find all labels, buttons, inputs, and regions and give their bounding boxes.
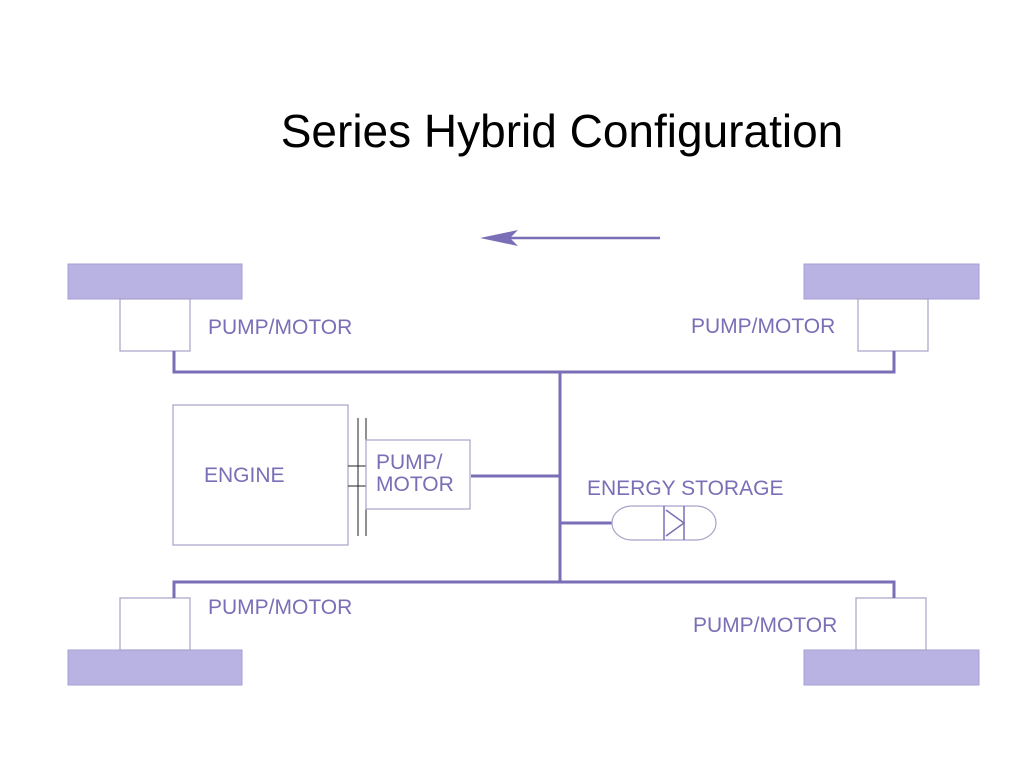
rear-left-wheel [67, 649, 243, 686]
energy-storage-tank [611, 505, 717, 541]
engine-box [172, 404, 349, 546]
front-left-pump-motor-box [119, 298, 191, 352]
engine-label: ENGINE [204, 464, 285, 487]
energy-storage-label: ENERGY STORAGE [587, 477, 783, 500]
front-right-pump-motor-box [857, 298, 929, 352]
rear-right-pump-motor-label: PUMP/MOTOR [693, 614, 837, 637]
front-left-wheel [67, 263, 243, 300]
front-left-pump-motor-label: PUMP/MOTOR [208, 316, 352, 339]
engine-pump-label-line1: PUMP/ [376, 451, 443, 474]
hydraulic-lines [172, 351, 896, 598]
page-title: Series Hybrid Configuration [280, 105, 844, 157]
front-right-pump-motor-label: PUMP/MOTOR [691, 315, 835, 338]
rear-right-wheel [803, 649, 980, 686]
engine-pump-label-line2: MOTOR [376, 473, 454, 496]
rear-left-pump-motor-label: PUMP/MOTOR [208, 596, 352, 619]
front-right-wheel [803, 263, 980, 300]
rear-right-pump-motor-box [855, 597, 927, 651]
engine-coupling [348, 418, 367, 536]
rear-left-pump-motor-box [119, 597, 191, 651]
direction-arrow [480, 230, 660, 246]
engine-pump-motor-box [365, 439, 471, 510]
